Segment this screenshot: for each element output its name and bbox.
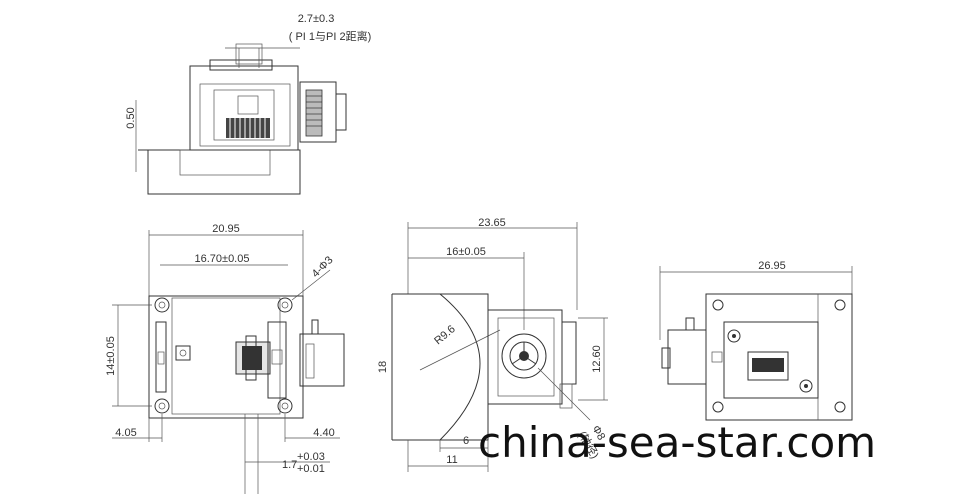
hole-icon bbox=[277, 398, 293, 414]
back-view: 26.95 bbox=[659, 260, 853, 421]
dim-front-width: 20.95 bbox=[212, 223, 240, 235]
dim-front-offset-lower: +0.01 bbox=[297, 463, 325, 475]
back-motor bbox=[667, 329, 707, 385]
dim-side-right-height: 12.60 bbox=[591, 345, 603, 373]
dim-front-right: 4.40 bbox=[313, 427, 334, 439]
top-body bbox=[189, 65, 299, 151]
hole-icon bbox=[154, 398, 170, 414]
top-view: 2.7±0.3 ( PI 1与PI 2距离) 0.50 bbox=[125, 13, 372, 195]
dim-side-small: 6 bbox=[463, 435, 469, 447]
dim-front-vertical: 14±0.05 bbox=[105, 336, 117, 376]
top-base-plate bbox=[147, 149, 301, 195]
watermark: china-sea-star.com bbox=[478, 418, 877, 467]
dim-front-offset-upper: +0.03 bbox=[297, 451, 325, 463]
back-plate bbox=[705, 293, 853, 421]
front-frame bbox=[148, 295, 304, 419]
hole-icon bbox=[834, 299, 846, 311]
front-motor bbox=[299, 333, 345, 387]
dim-front-offset: 1.7 bbox=[282, 459, 297, 471]
hole-icon bbox=[154, 297, 170, 313]
dim-top-height: 0.50 bbox=[125, 107, 137, 128]
front-view: 20.95 16.70±0.05 4-Φ3 bbox=[105, 223, 345, 494]
dim-side-bottom: 11 bbox=[446, 454, 457, 466]
dim-side-total: 23.65 bbox=[478, 217, 506, 229]
dim-side-radius: R9.6 bbox=[432, 323, 458, 347]
hole-icon bbox=[712, 299, 724, 311]
dim-back-width: 26.95 bbox=[758, 260, 786, 272]
hole-icon bbox=[712, 401, 724, 413]
back-connector bbox=[747, 351, 789, 381]
top-gear bbox=[226, 118, 270, 138]
hole-icon bbox=[277, 297, 293, 313]
dim-side-center: 16±0.05 bbox=[446, 246, 486, 258]
side-arc bbox=[439, 293, 481, 441]
dim-front-hole-spacing: 16.70±0.05 bbox=[195, 253, 250, 265]
dim-pi-distance: 2.7±0.3 bbox=[298, 13, 335, 25]
dim-side-height: 18 bbox=[377, 361, 389, 373]
dim-pi-note: ( PI 1与PI 2距离) bbox=[289, 29, 372, 43]
hole-icon bbox=[834, 401, 846, 413]
dim-front-left: 4.05 bbox=[115, 427, 136, 439]
